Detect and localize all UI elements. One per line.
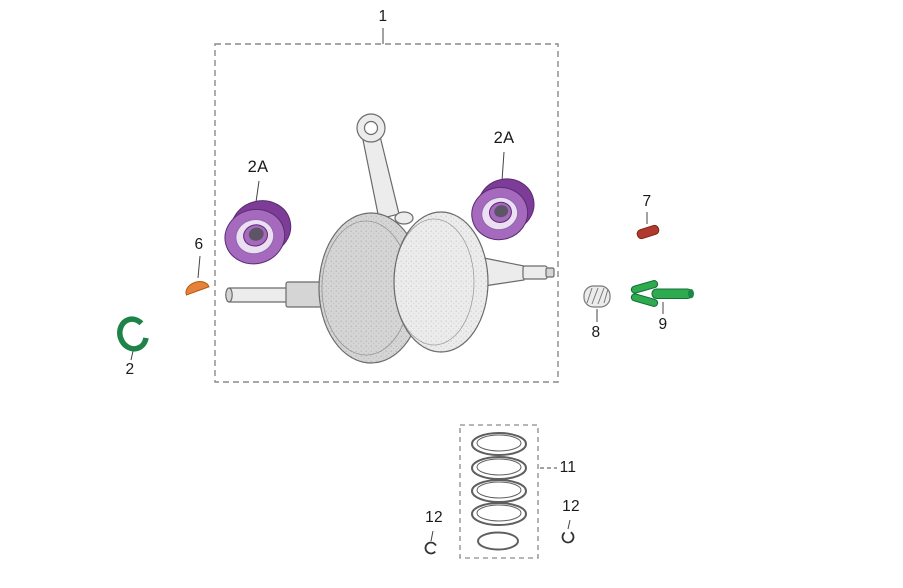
dowel-pin — [636, 224, 660, 240]
flywheel-left — [318, 212, 424, 364]
label-part-8: 8 — [591, 324, 601, 341]
leader-line-12-left — [430, 530, 434, 542]
connecting-rod-small-end-hole — [363, 120, 379, 136]
label-part-12-left: 12 — [425, 509, 443, 526]
oil-ring — [477, 531, 519, 551]
flywheel-right — [393, 211, 489, 353]
label-part-2: 2 — [125, 361, 135, 378]
label-part-7: 7 — [642, 193, 652, 210]
leader-line-2a-left — [255, 180, 260, 203]
crank-shaft-left — [225, 281, 331, 308]
label-part-1: 1 — [378, 8, 388, 25]
connecting-rod — [356, 113, 400, 220]
bearing-right — [471, 178, 535, 241]
fork-lever — [630, 280, 694, 307]
ring-set-boundary-box — [459, 424, 539, 559]
leader-line-2a-right — [501, 151, 505, 182]
leader-line-6 — [197, 255, 201, 279]
bearing-left — [224, 200, 292, 265]
circlip-large — [117, 316, 149, 352]
spring — [583, 285, 611, 308]
leader-line-12-right — [567, 519, 571, 530]
woodruff-key — [185, 280, 210, 296]
leader-line-2 — [130, 350, 134, 361]
circlip-small-left — [424, 541, 438, 555]
label-part-9: 9 — [658, 316, 668, 333]
crank-shaft-right — [483, 257, 555, 287]
piston-ring-set — [471, 432, 527, 551]
label-part-2a-left: 2A — [247, 158, 269, 176]
crankshaft-assembly — [225, 113, 555, 364]
circlip-small-right — [561, 530, 575, 544]
connecting-rod-shank — [362, 135, 400, 220]
piston-ring — [471, 432, 527, 456]
piston-ring — [471, 502, 527, 526]
label-part-6: 6 — [194, 236, 204, 253]
crank-pin — [394, 211, 414, 225]
label-part-12-right: 12 — [562, 498, 580, 515]
piston-ring — [471, 456, 527, 480]
label-part-11: 11 — [559, 459, 577, 476]
piston-ring — [471, 479, 527, 503]
leader-lines — [130, 28, 664, 542]
label-part-2a-right: 2A — [493, 129, 515, 147]
assembly-boundary-box — [214, 43, 559, 383]
